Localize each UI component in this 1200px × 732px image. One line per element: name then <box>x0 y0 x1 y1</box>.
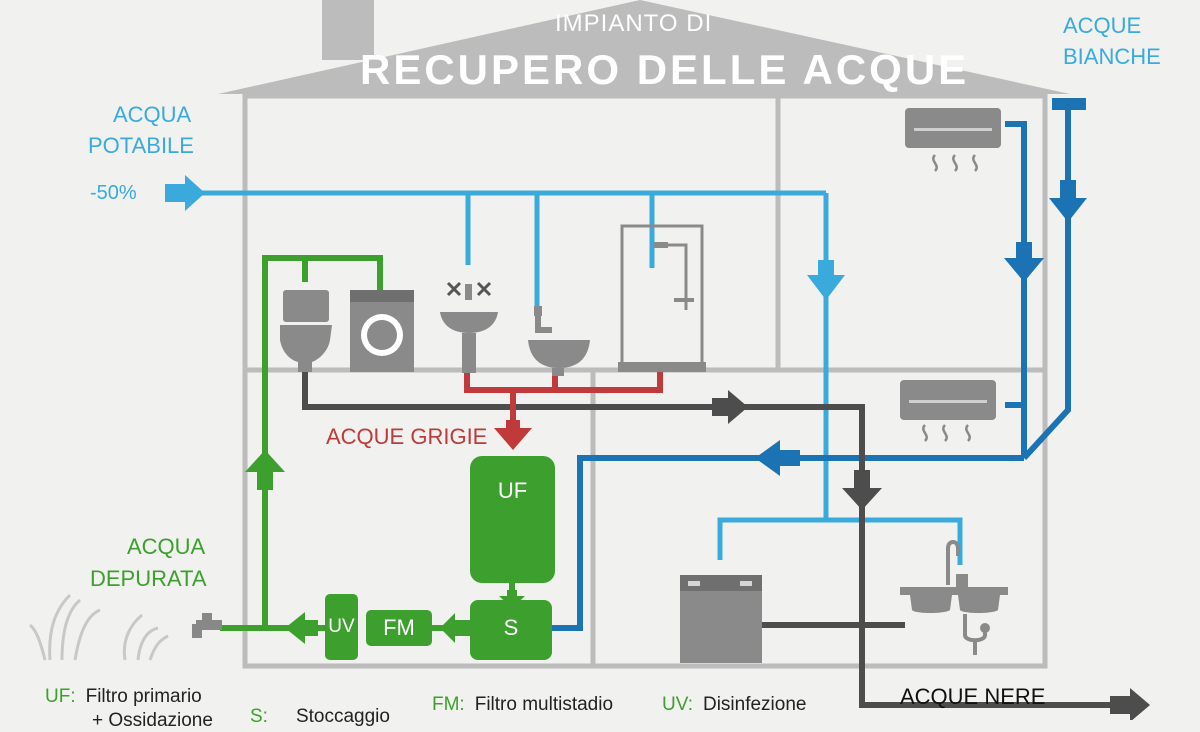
uv-unit <box>325 594 358 660</box>
black-water-pipes <box>302 368 1130 708</box>
outdoor-tap-icon <box>192 613 222 638</box>
treatment-units <box>325 456 555 660</box>
legend-text: Filtro primario <box>85 686 202 707</box>
uv-unit-label: UV <box>328 616 355 637</box>
label-acque-bianche-line1: ACQUE <box>1063 13 1142 38</box>
uf-unit <box>470 456 555 583</box>
label-acqua-depurata-line1: ACQUA <box>127 534 206 559</box>
washbasin-icon <box>528 306 590 376</box>
legend-code: FM: <box>432 694 465 715</box>
legend-item-uf: UF: Filtro primario <box>45 686 202 708</box>
legend-code: UV: <box>662 694 693 715</box>
grass-icon <box>28 593 169 661</box>
label-acqua-potabile-line1: ACQUA <box>113 102 192 127</box>
legend-text: + Ossidazione <box>92 710 213 731</box>
house-roof <box>218 0 1070 94</box>
washing-machine-icon <box>350 290 414 372</box>
grey-water-pipes <box>464 372 663 425</box>
s-unit <box>470 600 552 660</box>
uf-unit-label: UF <box>497 478 528 503</box>
page-title: RECUPERO DELLE ACQUE <box>360 46 970 93</box>
fm-unit-label: FM <box>383 615 415 640</box>
kitchen-sink-icon <box>900 540 1008 655</box>
toilet-icon <box>280 290 332 372</box>
s-unit-label: S <box>503 615 519 640</box>
legend-text: Filtro multistadio <box>474 694 614 715</box>
label-acqua-potabile-line2: POTABILE <box>88 133 194 158</box>
label-acque-nere: ACQUE NERE <box>900 684 1046 709</box>
legend-item-uv: UV: Disinfezione <box>662 694 806 716</box>
legend-code: S: <box>250 706 268 727</box>
title-line-1: IMPIANTO DI <box>555 10 713 37</box>
dishwasher-icon <box>680 575 762 663</box>
legend-code: UF: <box>45 686 76 707</box>
legend-text: Disinfezione <box>702 694 807 715</box>
legend-item-fm: FM: Filtro multistadio <box>432 694 613 716</box>
legend-item-s: S: Stoccaggio <box>250 706 390 728</box>
shower-icon <box>618 224 706 372</box>
label-acque-grigie: ACQUE GRIGIE <box>326 424 488 449</box>
arrow-icon <box>165 175 845 300</box>
label-reduction: -50% <box>90 182 137 204</box>
arrow-icon <box>245 450 525 644</box>
label-acqua-depurata-line2: DEPURATA <box>90 566 207 591</box>
bathroom-sink-icon <box>440 281 498 373</box>
legend-item-uf-line2: + Ossidazione <box>92 710 213 732</box>
arrow-icon <box>712 390 1150 720</box>
rain-gutter-icon <box>1052 98 1086 110</box>
arrow-icon <box>494 420 532 450</box>
fm-unit <box>366 610 432 646</box>
potable-water-pipes <box>200 190 963 565</box>
label-acque-bianche-line2: BIANCHE <box>1063 44 1161 69</box>
air-conditioner-icon <box>905 108 1001 172</box>
legend-text: Stoccaggio <box>295 706 390 727</box>
air-conditioner-icon <box>900 380 996 442</box>
arrow-icon <box>755 180 1087 476</box>
